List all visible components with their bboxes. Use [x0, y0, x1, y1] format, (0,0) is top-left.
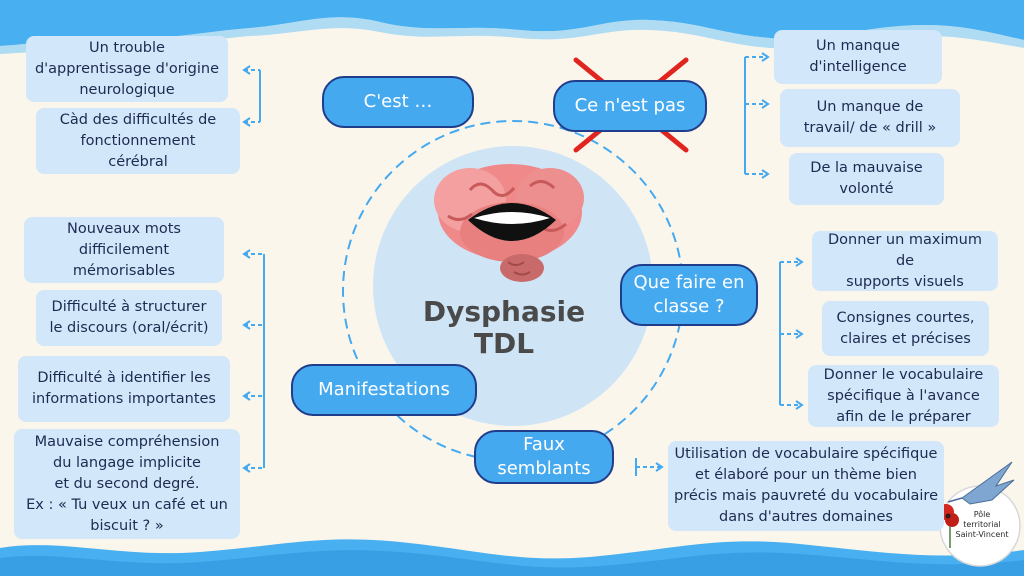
branch-quefaire[interactable]: Que faire en classe ?	[620, 264, 758, 326]
branch-cest[interactable]: C'est …	[322, 76, 474, 128]
bottom-wave	[0, 539, 1024, 576]
connector-manifestations	[242, 249, 265, 473]
quefaire-item: Donner un maximum de supports visuels	[812, 231, 998, 291]
cest-item: Un trouble d'apprentissage d'origine neu…	[26, 36, 228, 102]
connector-cest	[242, 65, 261, 127]
branch-fauxsemblants[interactable]: Faux semblants	[474, 430, 614, 484]
connector-quefaire	[779, 257, 804, 410]
cenestpas-item: Un manque d'intelligence	[774, 30, 942, 84]
manifestations-item: Difficulté à identifier les informations…	[18, 356, 230, 422]
cenestpas-item: De la mauvaise volonté	[789, 153, 944, 205]
connector-cenestpas	[744, 52, 770, 179]
manifestations-item: Difficulté à structurer le discours (ora…	[36, 290, 222, 346]
quefaire-item: Donner le vocabulaire spécifique à l'ava…	[808, 365, 999, 427]
cenestpas-item: Un manque de travail/ de « drill »	[780, 89, 960, 147]
cest-item: Càd des difficultés de fonctionnement cé…	[36, 108, 240, 174]
manifestations-item: Nouveaux mots difficilement mémorisables	[24, 217, 224, 283]
logo-text: Pôle territorial Saint-Vincent	[955, 510, 1009, 539]
central-title: Dysphasie TDL	[422, 295, 586, 360]
bird-icon	[947, 461, 1015, 505]
branch-manifestations[interactable]: Manifestations	[291, 364, 477, 416]
brain-mouth-icon	[434, 164, 584, 282]
branch-cenestpas[interactable]: Ce n'est pas	[553, 80, 707, 132]
quefaire-item: Consignes courtes, claires et précises	[822, 301, 989, 356]
fauxsemblants-item: Utilisation de vocabulaire spécifique et…	[668, 441, 944, 531]
connector-fauxsemblants	[635, 458, 664, 476]
manifestations-item: Mauvaise compréhension du langage implic…	[14, 429, 240, 539]
top-wave	[0, 0, 1024, 55]
